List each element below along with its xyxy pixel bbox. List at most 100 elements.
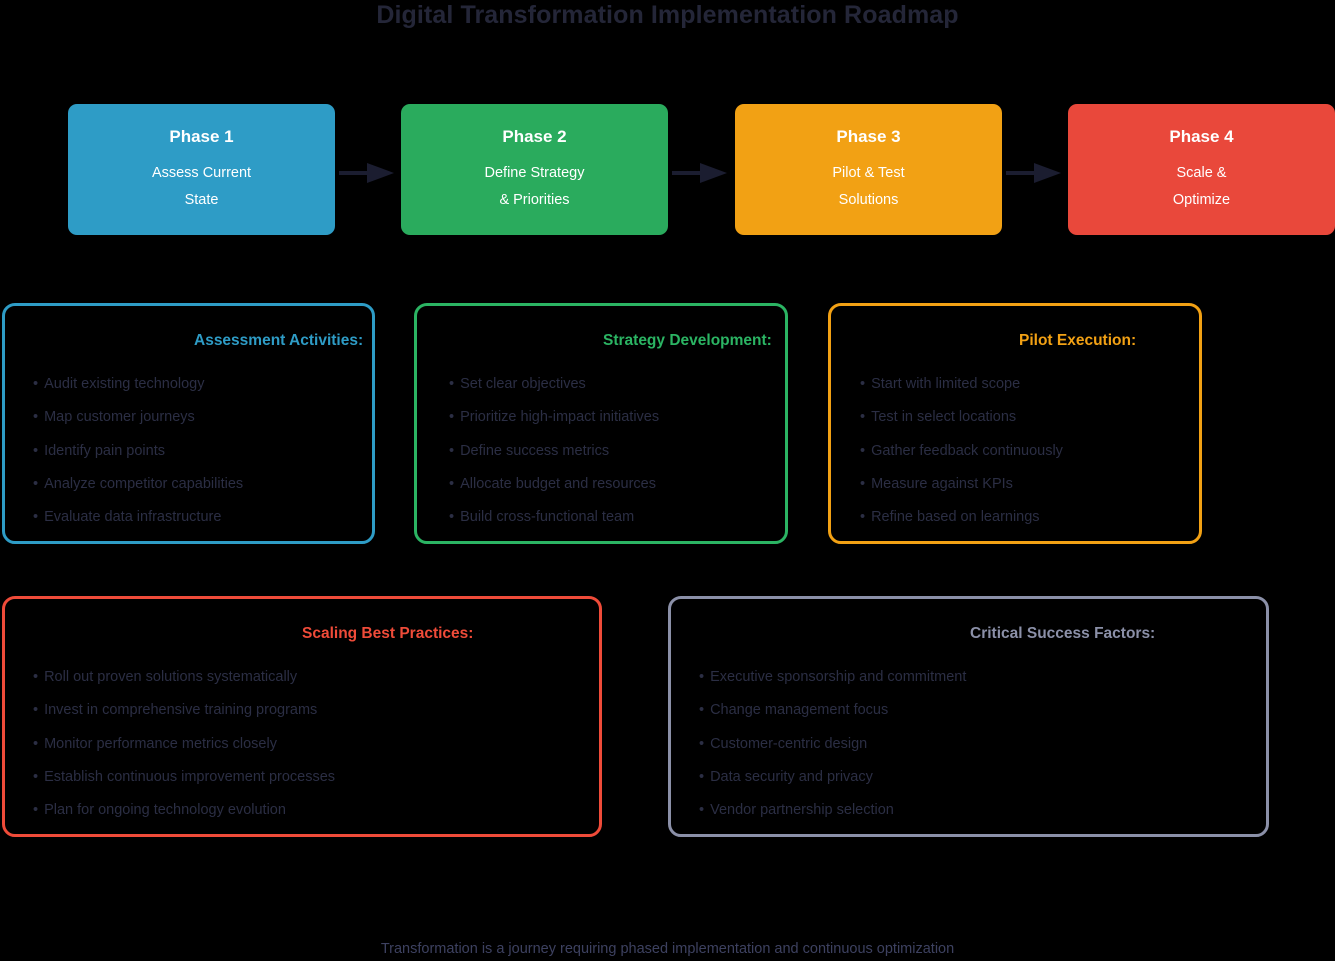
phase-2-subtitle: Define Strategy & Priorities [485,160,585,213]
phase-box-4[interactable]: Phase 4 Scale & Optimize [1068,104,1335,235]
bullet-icon: • [33,376,39,392]
list-item-label: Establish continuous improvement process… [44,768,336,785]
bullet-icon: • [860,442,866,459]
footer-note: Transformation is a journey requiring ph… [380,941,955,957]
bullet-icon: • [699,735,705,752]
list-item-label: Gather feedback continuously [871,442,1063,459]
list-item: • Allocate budget and resources [449,468,659,501]
list-item-label: Roll out proven solutions systematically [44,669,298,685]
list-item: • Measure against KPIs [860,468,1063,501]
phase-2-subtitle-line-2: & Priorities [499,191,570,208]
bullet-icon: • [33,702,39,719]
bullet-icon: • [449,475,455,492]
list-item: • Roll out proven solutions systematicall… [33,661,335,694]
arrow-right-icon-1 [339,163,394,183]
phase-4-subtitle-line-1: Scale & [1176,165,1227,181]
card-strategy-list: •Set clear objectives •Prioritize high-i… [449,368,659,534]
phase-3-title: Phase 3 [836,127,901,146]
phase-1-subtitle-line-2: State [184,191,219,208]
list-item: • Test in select locations [860,401,1063,434]
phase-3-subtitle-line-2: Solutions [838,191,899,208]
list-item: • Establish continuous improvement proces… [33,761,335,794]
list-item-label: Monitor performance metrics closely [44,735,277,752]
detail-card-critical-success-factors: Critical Success Factors: • Executive spo… [668,596,1269,837]
bullet-icon: • [699,802,705,819]
bullet-icon: • [33,669,39,685]
list-item: •Map customer journeys [33,401,243,434]
list-item: •Refine based on learnings [860,501,1063,534]
list-item: •Prioritize high-impact initiatives [449,401,659,434]
list-item: • Identify pain points [33,435,243,468]
bullet-icon: • [33,409,39,426]
phase-box-2[interactable]: Phase 2 Define Strategy & Priorities [401,104,668,235]
bullet-icon: • [860,409,866,426]
list-item-label: Start with limited scope [871,376,1021,392]
bullet-icon: • [449,409,455,426]
list-item-label: Evaluate data infrastructure [44,509,222,526]
list-item-label: Audit existing technology [44,376,205,392]
bullet-icon: • [33,475,39,492]
list-item-label: Test in select locations [871,409,1017,426]
bullet-icon: • [33,802,39,819]
phase-4-title: Phase 4 [1169,127,1234,146]
bullet-icon: • [860,376,866,392]
list-item-label: Customer-centric design [710,735,868,752]
list-item: • Plan for ongoing technology evolution [33,794,335,827]
bullet-icon: • [33,735,39,752]
card-assessment-title: Assessment Activities: [194,332,364,349]
list-item-label: Identify pain points [44,442,165,459]
list-item: • Start with limited scope [860,368,1063,401]
list-item-label: Vendor partnership selection [710,802,894,819]
bullet-icon: • [699,768,705,785]
phase-2-title: Phase 2 [502,127,567,146]
bullet-icon: • [699,702,705,719]
phase-box-1[interactable]: Phase 1 Assess Current State [68,104,335,235]
list-item: • Evaluate data infrastructure [33,501,243,534]
card-critical-list: • Executive sponsorship and commitment • C… [699,661,966,827]
list-item: •Invest in comprehensive training progra… [33,694,335,727]
bullet-icon: • [449,442,455,459]
list-item-label: Plan for ongoing technology evolution [44,802,286,819]
detail-card-pilot: Pilot Execution: • Start with limited sco… [828,303,1202,544]
phase-1-subtitle-line-1: Assess Current [151,165,252,181]
detail-card-scaling: Scaling Best Practices: • Roll out proven… [2,596,602,837]
list-item: • Vendor partnership selection [699,794,966,827]
page-title: Digital Transformation Implementation Ro… [376,1,959,29]
card-scaling-list: • Roll out proven solutions systematicall… [33,661,335,827]
list-item: • Customer-centric design [699,728,966,761]
list-item-label: Analyze competitor capabilities [44,475,244,492]
phase-4-subtitle: Scale & Optimize [1173,160,1230,213]
card-assessment-list: • Audit existing technology •Map customer… [33,368,243,534]
card-pilot-title: Pilot Execution: [1019,332,1137,349]
list-item-label: Data security and privacy [710,768,873,785]
bullet-icon: • [860,475,866,492]
bullet-icon: • [33,509,39,526]
list-item: • Gather feedback continuously [860,435,1063,468]
phase-4-subtitle-line-2: Optimize [1172,191,1231,208]
detail-card-assessment: Assessment Activities: • Audit existing t… [2,303,375,544]
card-scaling-title: Scaling Best Practices: [302,625,474,642]
bullet-icon: • [860,509,866,526]
list-item-label: Define success metrics [460,442,610,459]
bullet-icon: • [699,669,705,685]
list-item-label: Build cross-functional team [460,509,635,526]
phase-1-title: Phase 1 [169,127,234,146]
bullet-icon: • [449,376,455,392]
phase-box-3[interactable]: Phase 3 Pilot & Test Solutions [735,104,1002,235]
arrow-right-icon-2 [672,163,727,183]
bullet-icon: • [33,768,39,785]
list-item-label: Executive sponsorship and commitment [710,669,967,685]
list-item: • Data security and privacy [699,761,966,794]
list-item-label: Measure against KPIs [871,475,1013,492]
list-item: • Define success metrics [449,435,659,468]
phase-3-subtitle: Pilot & Test Solutions [832,160,904,213]
bullet-icon: • [449,509,455,526]
card-strategy-title: Strategy Development: [603,332,772,349]
list-item: •Set clear objectives [449,368,659,401]
detail-card-strategy: Strategy Development: •Set clear objecti… [414,303,788,544]
list-item: • Analyze competitor capabilities [33,468,243,501]
bullet-icon: • [33,442,39,459]
card-critical-title: Critical Success Factors: [970,625,1156,642]
list-item-label: Allocate budget and resources [460,475,656,492]
